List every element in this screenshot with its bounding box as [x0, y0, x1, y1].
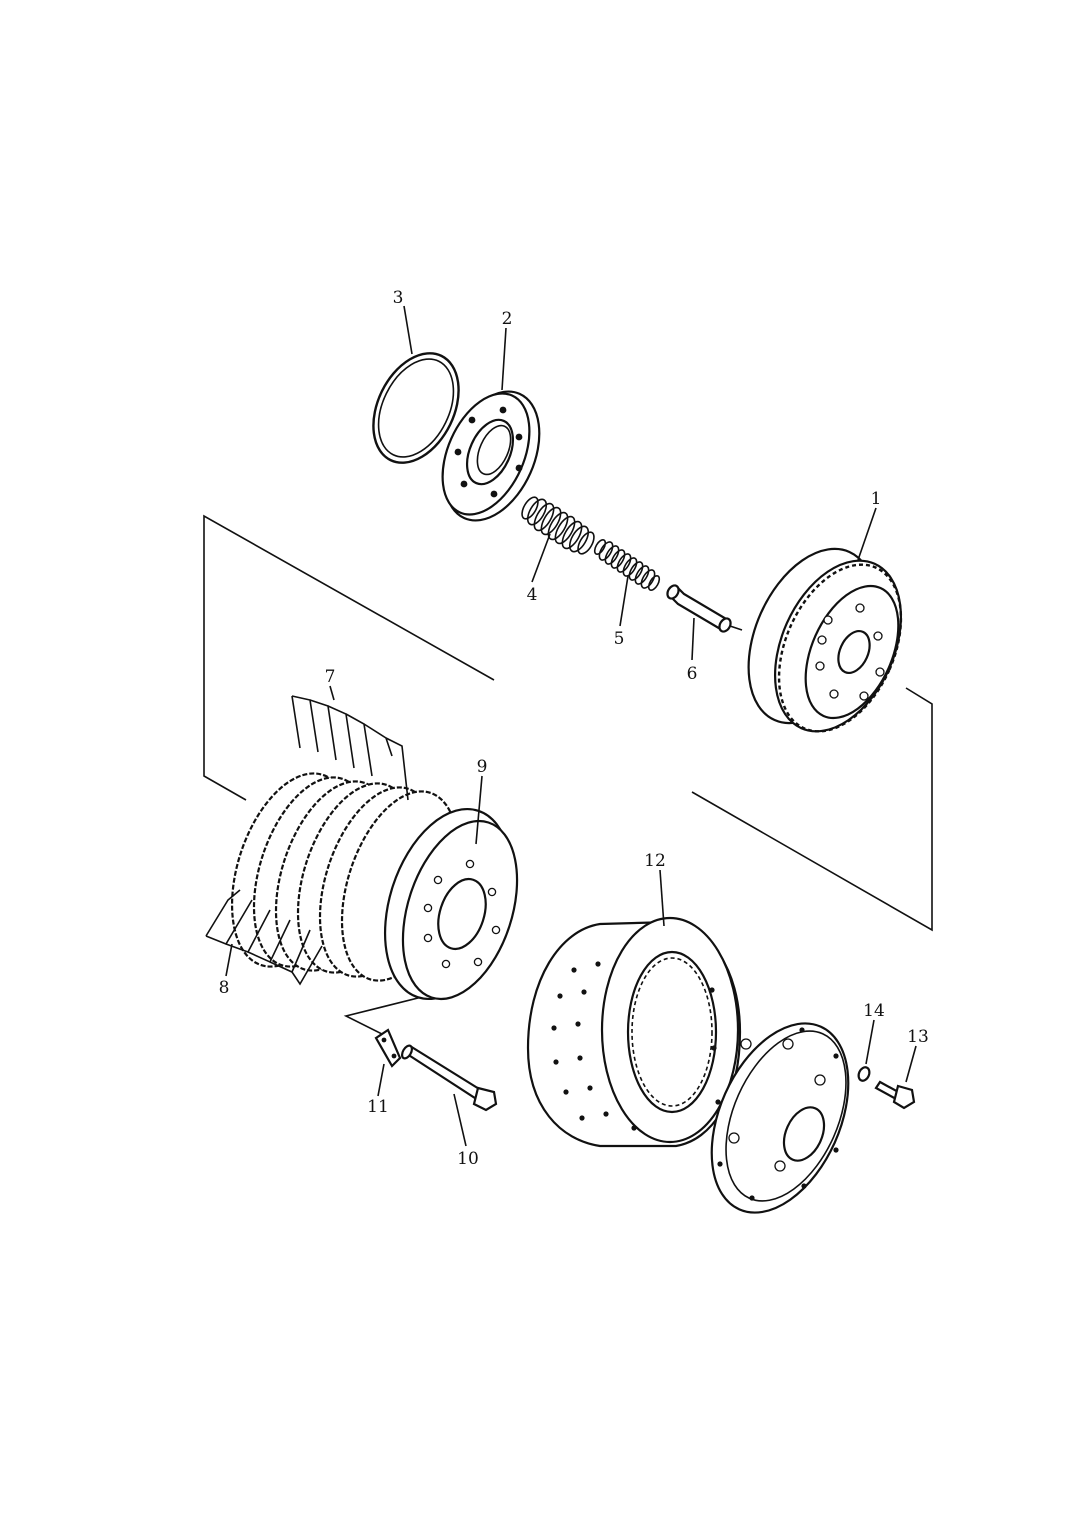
leader-lines: [225, 305, 917, 1147]
callout-10: 10: [457, 1149, 479, 1169]
part-5-inner-spring: [593, 538, 661, 592]
part-2-retainer-plate: [441, 390, 541, 522]
callout-12: 12: [644, 851, 666, 871]
part-9-piston-hub: [383, 807, 519, 1001]
callout-11: 11: [367, 1097, 389, 1117]
callout-6: 6: [687, 664, 698, 684]
part-12-housing: [526, 916, 742, 1148]
callout-labels: 3 2 1 4 5 6 7 9 12 8 14 13 11 10: [219, 288, 929, 1169]
callout-14: 14: [863, 1001, 885, 1021]
assembly-frame-lines: [203, 514, 933, 1035]
part-3-snap-ring: [372, 352, 460, 464]
part-4-outer-spring: [521, 496, 595, 555]
part-13-cap-screw: [874, 1080, 916, 1110]
callout-9: 9: [477, 757, 488, 777]
part-1-clutch-drum: [747, 547, 903, 733]
callout-1: 1: [871, 489, 882, 509]
part-6-pin: [666, 584, 743, 633]
callout-4: 4: [527, 585, 538, 605]
cover-plate: [710, 1022, 850, 1214]
part-10-bolt: [400, 1044, 498, 1112]
callout-7: 7: [325, 667, 336, 687]
callout-5: 5: [614, 629, 625, 649]
callout-3: 3: [393, 288, 404, 308]
leader-fan-7: [291, 695, 409, 801]
callout-2: 2: [502, 309, 513, 329]
part-14-washer: [857, 1066, 871, 1082]
callout-8: 8: [219, 978, 230, 998]
leader-fan-8: [205, 889, 323, 986]
callout-13: 13: [907, 1027, 929, 1047]
part-11-lock-plate: [374, 1028, 402, 1068]
